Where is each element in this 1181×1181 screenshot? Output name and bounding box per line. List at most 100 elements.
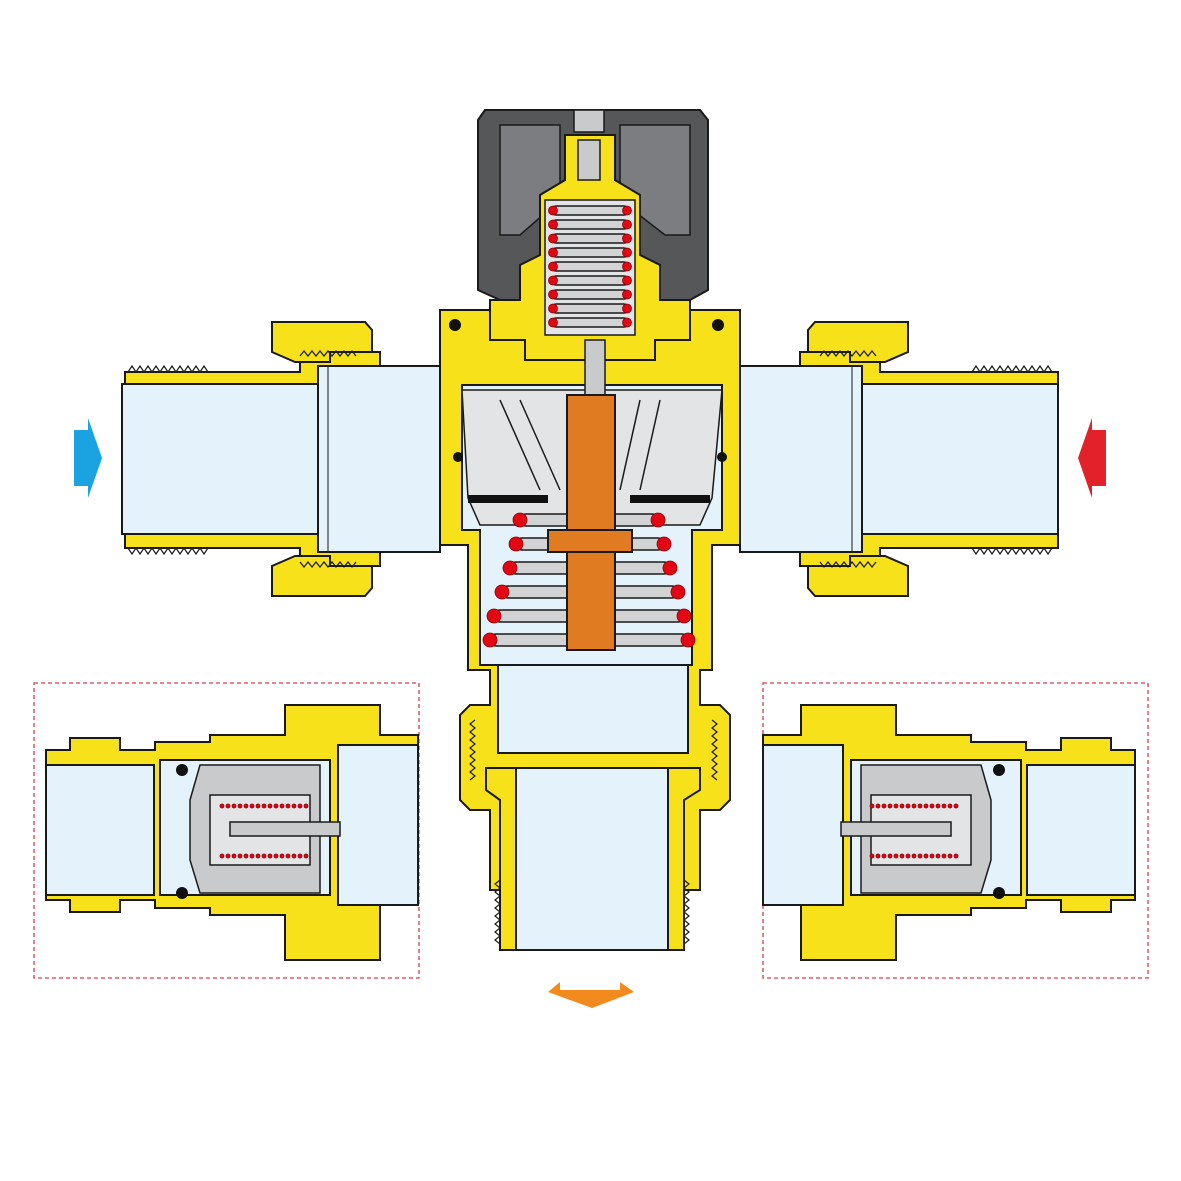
detail-spring-dot — [929, 803, 935, 809]
detail-spring-dot — [297, 853, 303, 859]
detail-spring-dot — [881, 853, 887, 859]
detail-spring-dot — [911, 803, 917, 809]
detail-spring-dot — [303, 853, 309, 859]
check-valve-detail-right — [762, 682, 1149, 979]
lower-spring-dot — [670, 584, 686, 600]
lower-spring-dot — [656, 536, 672, 552]
detail-spring-dot — [237, 803, 243, 809]
upper-spring-dot — [548, 289, 558, 300]
detail-spring-dot — [261, 853, 267, 859]
lower-spring-dot — [482, 632, 498, 648]
upper-spring-dot — [548, 303, 558, 314]
upper-spring-coil — [551, 289, 629, 300]
mixed-outlet-arrow — [548, 982, 634, 1008]
lower-spring-dot — [512, 512, 528, 528]
upper-spring-coil — [551, 233, 629, 244]
detail-spring-dot — [935, 803, 941, 809]
detail-spring-dot — [905, 803, 911, 809]
detail-spring-dot — [219, 853, 225, 859]
detail-spring-dot — [225, 853, 231, 859]
upper-spring-coil — [551, 205, 629, 216]
detail-spring-dot — [935, 853, 941, 859]
detail-spring-dot — [869, 853, 875, 859]
upper-spring-dot — [548, 219, 558, 230]
detail-spring-dot — [243, 803, 249, 809]
thermostat-element — [547, 394, 633, 651]
detail-spring-dot — [291, 853, 297, 859]
upper-spring-coil — [551, 317, 629, 328]
detail-spring-dot — [285, 803, 291, 809]
detail-spring-dot — [893, 853, 899, 859]
detail-spring-dot — [219, 803, 225, 809]
detail-spring-dot — [941, 853, 947, 859]
detail-spring-dot — [953, 853, 959, 859]
detail-spring-dot — [279, 803, 285, 809]
lower-spring-dot — [662, 560, 678, 576]
detail-spring-dot — [243, 853, 249, 859]
detail-spring-dot — [929, 853, 935, 859]
detail-spring-dot — [917, 803, 923, 809]
upper-spring-dot — [622, 317, 632, 328]
detail-spring-dot — [231, 803, 237, 809]
detail-spring-dot — [285, 853, 291, 859]
detail-spring-dot — [947, 803, 953, 809]
upper-spring-dot — [622, 261, 632, 272]
cold-inlet-arrow — [74, 418, 102, 498]
check-valve-detail-left — [33, 682, 420, 979]
detail-spring-dot — [267, 803, 273, 809]
lower-spring-dot — [680, 632, 696, 648]
upper-spring-dot — [548, 205, 558, 216]
detail-spring-dot — [267, 853, 273, 859]
lower-spring-dot — [508, 536, 524, 552]
detail-spring-dot — [231, 853, 237, 859]
detail-spring-dot — [303, 803, 309, 809]
detail-spring-dot — [875, 803, 881, 809]
upper-spring-coil — [551, 247, 629, 258]
detail-spring-dot — [297, 803, 303, 809]
detail-spring-dot — [899, 853, 905, 859]
detail-spring-dot — [881, 803, 887, 809]
detail-spring-dot — [255, 853, 261, 859]
detail-spring-dot — [953, 803, 959, 809]
upper-spring-dot — [622, 205, 632, 216]
upper-spring-coil — [551, 303, 629, 314]
detail-spring-dot — [273, 853, 279, 859]
upper-spring-dot — [548, 247, 558, 258]
hot-inlet-arrow — [1078, 418, 1106, 498]
detail-spring-dot — [875, 853, 881, 859]
left-inlet-fitting — [121, 321, 441, 597]
detail-spring-dot — [869, 803, 875, 809]
detail-spring-dot — [887, 803, 893, 809]
upper-spring — [548, 205, 632, 328]
detail-spring-dot — [291, 803, 297, 809]
detail-spring-dot — [887, 853, 893, 859]
detail-spring-dot — [911, 853, 917, 859]
lower-spring-dot — [502, 560, 518, 576]
detail-spring-dot — [923, 803, 929, 809]
detail-right-spring — [869, 803, 959, 859]
upper-spring-dot — [622, 219, 632, 230]
detail-spring-dot — [279, 853, 285, 859]
lower-spring-dot — [650, 512, 666, 528]
upper-spring-coil — [551, 261, 629, 272]
detail-spring-dot — [249, 853, 255, 859]
detail-spring-dot — [261, 803, 267, 809]
upper-spring-dot — [622, 289, 632, 300]
detail-spring-dot — [273, 803, 279, 809]
detail-spring-dot — [255, 803, 261, 809]
upper-spring-dot — [622, 303, 632, 314]
upper-spring-dot — [548, 275, 558, 286]
detail-spring-dot — [899, 803, 905, 809]
detail-spring-dot — [905, 853, 911, 859]
upper-spring-dot — [548, 317, 558, 328]
lower-spring-dot — [676, 608, 692, 624]
detail-spring-dot — [237, 853, 243, 859]
upper-spring-coil — [551, 219, 629, 230]
detail-spring-dot — [917, 853, 923, 859]
detail-spring-dot — [947, 853, 953, 859]
lower-spring-dot — [494, 584, 510, 600]
upper-spring-dot — [622, 233, 632, 244]
upper-spring-dot — [548, 233, 558, 244]
